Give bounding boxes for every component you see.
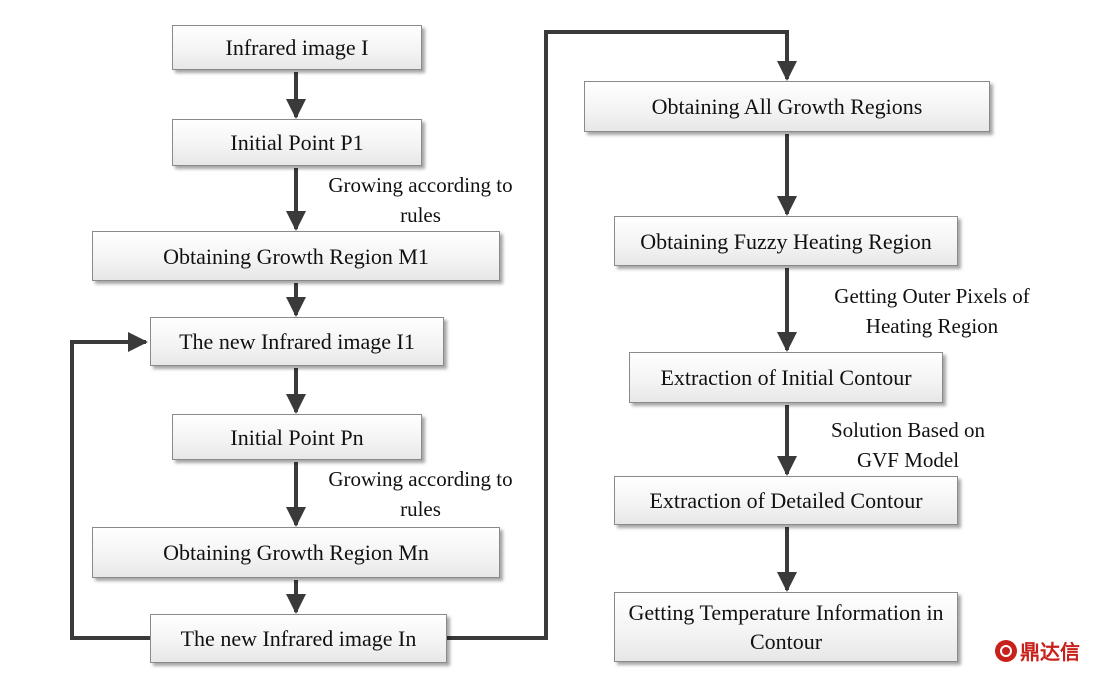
gvf-model-label: Solution Based on GVF Model <box>830 418 985 472</box>
new-infrared-in-box: The new Infrared image In <box>150 614 447 663</box>
fuzzy-heating-region-box: Obtaining Fuzzy Heating Region <box>614 216 958 266</box>
infrared-image-box: Infrared image I <box>172 25 422 70</box>
watermark-logo: 鼎达信 <box>995 636 1080 665</box>
detailed-contour-box: Extraction of Detailed Contour <box>614 476 958 525</box>
arrow-in-to-all-regions <box>447 30 797 640</box>
loop-arrow-in-to-i1 <box>70 332 150 640</box>
temperature-info-box: Getting Temperature Information in Conto… <box>614 592 958 662</box>
initial-point-p1-box: Initial Point P1 <box>172 119 422 166</box>
initial-point-pn-box: Initial Point Pn <box>172 414 422 460</box>
watermark-text: 鼎达信 <box>1020 640 1080 664</box>
growing-rules-label-1: Growing according to rules <box>328 173 513 227</box>
seal-icon <box>995 639 1017 662</box>
all-growth-regions-box: Obtaining All Growth Regions <box>584 81 990 132</box>
new-infrared-i1-box: The new Infrared image I1 <box>150 317 444 366</box>
initial-contour-box: Extraction of Initial Contour <box>629 352 943 403</box>
growing-rules-label-2: Growing according to rules <box>328 467 513 521</box>
growth-region-mn-box: Obtaining Growth Region Mn <box>92 527 500 578</box>
outer-pixels-label: Getting Outer Pixels of Heating Region <box>834 284 1030 338</box>
growth-region-m1-box: Obtaining Growth Region M1 <box>92 231 500 281</box>
